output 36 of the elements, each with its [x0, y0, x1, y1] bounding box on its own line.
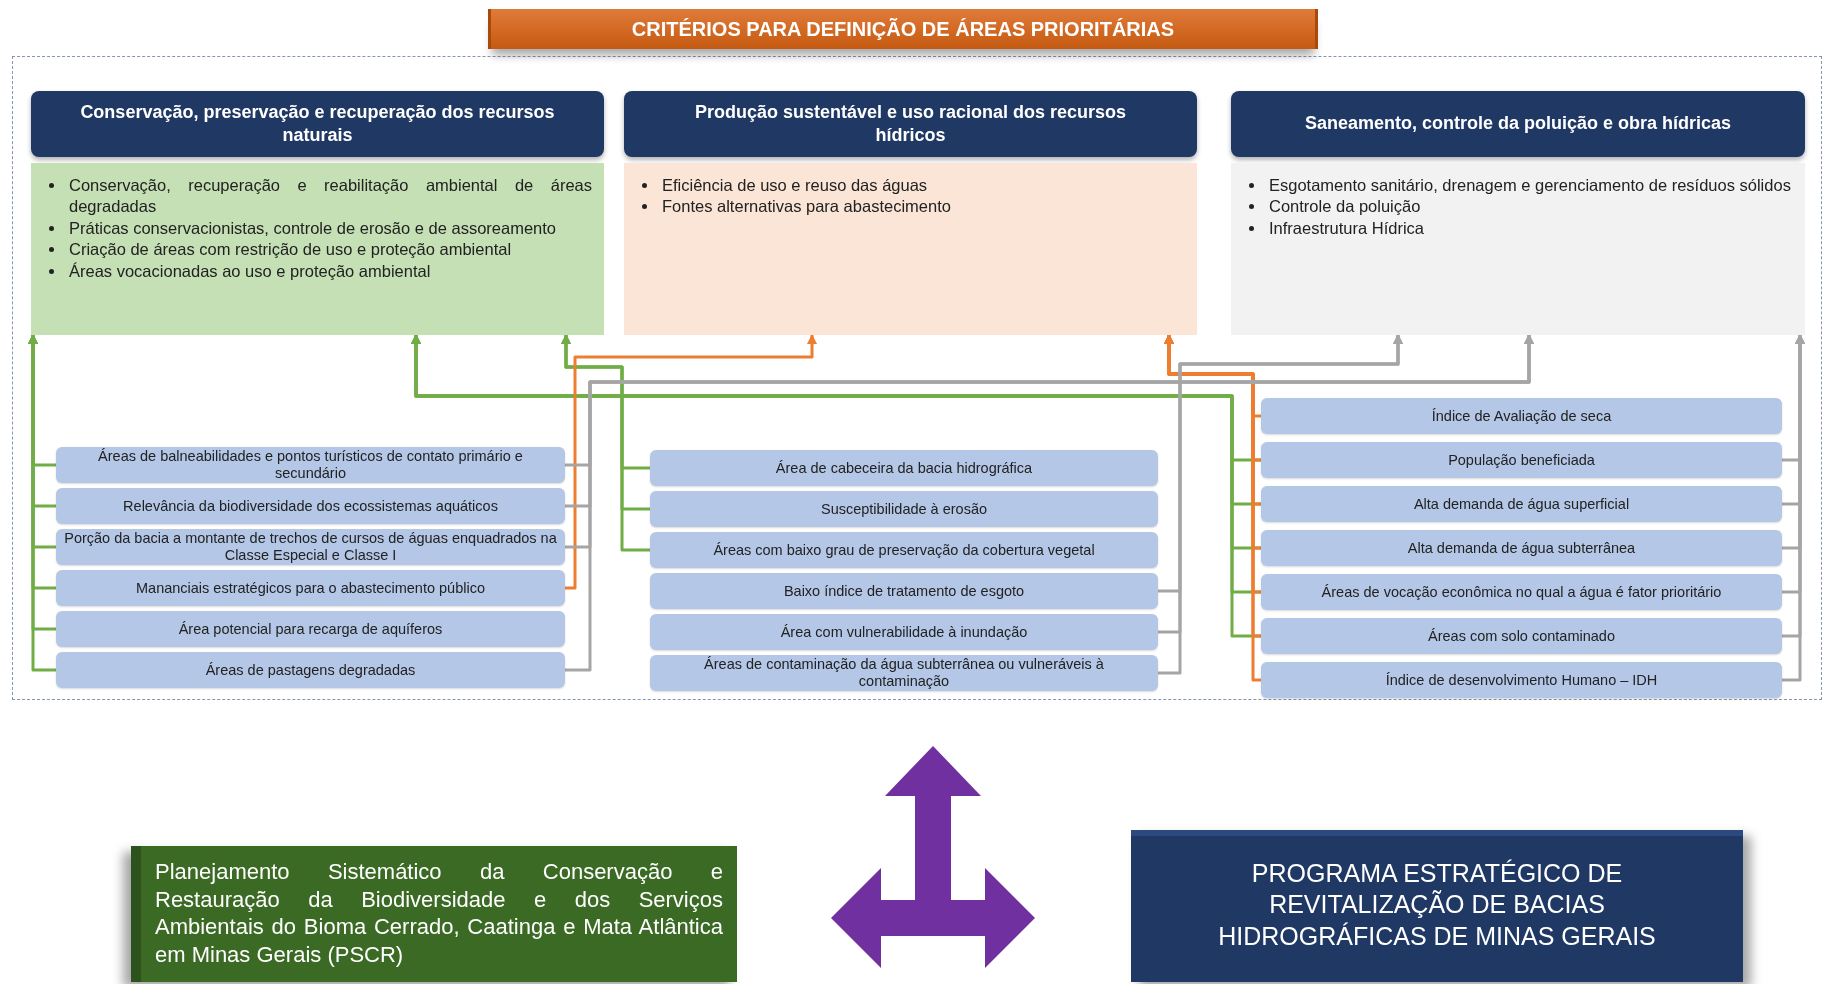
- panel-header: Produção sustentável e uso racional dos recursos hídricos: [624, 91, 1197, 157]
- bullet-item: Eficiência de uso e reuso das águas: [636, 175, 1185, 197]
- connector-arrow: [565, 334, 817, 590]
- bullet-item: Áreas vocacionadas ao uso e proteção ambiental: [43, 260, 592, 283]
- criterion-box: Área com vulnerabilidade à inundação: [650, 614, 1158, 650]
- connector-arrow: [561, 334, 650, 552]
- bullet-item: Controle da poluição: [1243, 196, 1793, 218]
- bullet-item: Infraestrutura Hídrica: [1243, 217, 1793, 240]
- program-box: Planejamento Sistemático da Conservação e Restauração da Biodiversidade e dos Serviços Ambientais do Bioma Cerrado, Caatinga e Mata Atlântica em Minas Gerais (PSCR): [131, 846, 737, 982]
- criterion-box: Alta demanda de água subterrânea: [1261, 530, 1782, 566]
- bullet-item: Criação de áreas com restrição de uso e proteção ambiental: [43, 239, 592, 261]
- criterion-box: Mananciais estratégicos para o abastecimento público: [56, 570, 565, 606]
- criterion-box: População beneficiada: [1261, 442, 1782, 478]
- title-banner: CRITÉRIOS PARA DEFINIÇÃO DE ÁREAS PRIORITÁRIAS: [488, 9, 1318, 49]
- panel-header: Saneamento, controle da poluição e obra hídricas: [1231, 91, 1805, 157]
- criterion-box: Porção da bacia a montante de trechos de cursos de águas enquadrados na Classe Especial e Classe I: [56, 529, 565, 565]
- criterion-box: Áreas de balneabilidades e pontos turísticos de contato primário e secundário: [56, 447, 565, 483]
- criterion-box: Alta demanda de água superficial: [1261, 486, 1782, 522]
- criterion-box: Área de cabeceira da bacia hidrográfica: [650, 450, 1158, 486]
- criterion-box: Baixo índice de tratamento de esgoto: [650, 573, 1158, 609]
- bullet-item: Esgotamento sanitário, drenagem e gerenciamento de resíduos sólidos: [1243, 175, 1793, 197]
- criterion-box: Áreas com solo contaminado: [1261, 618, 1782, 654]
- criterion-box: Áreas de pastagens degradadas: [56, 652, 565, 688]
- criterion-box: Áreas de contaminação da água subterrânea ou vulneráveis à contaminação: [650, 655, 1158, 691]
- program-box: PROGRAMA ESTRATÉGICO DE REVITALIZAÇÃO DE BACIAS HIDROGRÁFICAS DE MINAS GERAIS: [1131, 830, 1743, 982]
- criterion-box: Índice de Avaliação de seca: [1261, 398, 1782, 434]
- panel-header: Conservação, preservação e recuperação dos recursos naturais: [31, 91, 604, 157]
- bullet-item: Fontes alternativas para abastecimento: [636, 196, 1185, 218]
- bullet-item: Conservação, recuperação e reabilitação ambiental de áreas degradadas: [43, 175, 592, 218]
- criterion-box: Áreas de vocação econômica no qual a água é fator prioritário: [1261, 574, 1782, 610]
- criterion-box: Áreas com baixo grau de preservação da cobertura vegetal: [650, 532, 1158, 568]
- criterion-box: Susceptibilidade à erosão: [650, 491, 1158, 527]
- criterion-box: Índice de desenvolvimento Humano – IDH: [1261, 662, 1782, 698]
- criterion-box: Relevância da biodiversidade dos ecossistemas aquáticos: [56, 488, 565, 524]
- bullet-item: Práticas conservacionistas, controle de erosão e de assoreamento: [43, 217, 592, 240]
- criterion-box: Área potencial para recarga de aquíferos: [56, 611, 565, 647]
